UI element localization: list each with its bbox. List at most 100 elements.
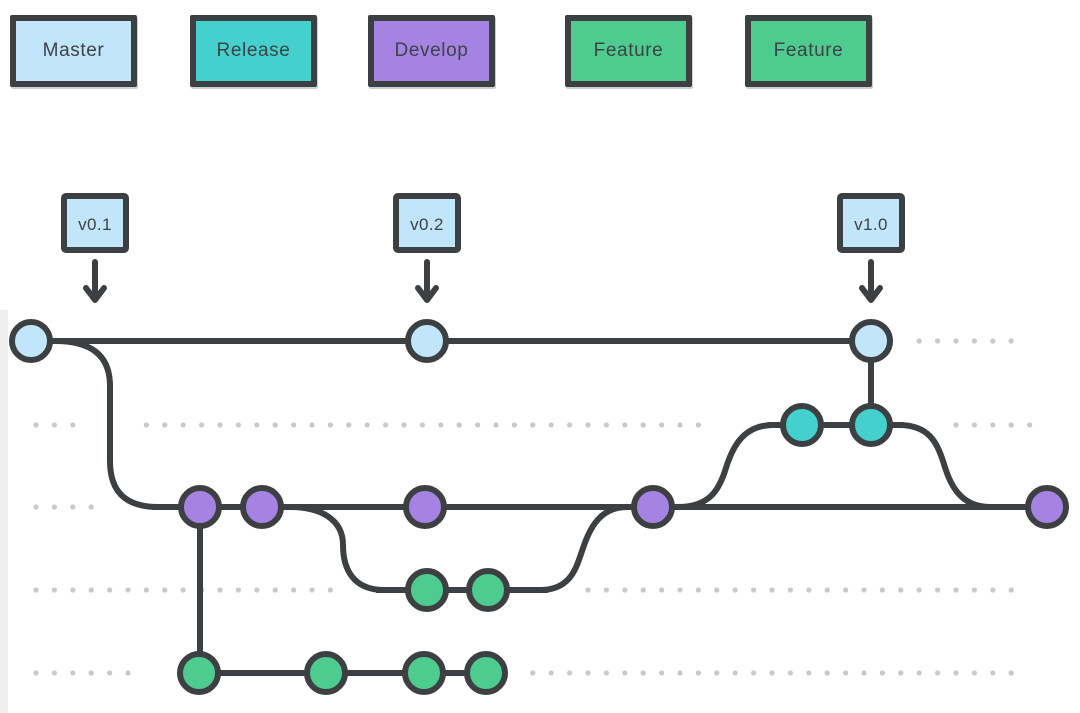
page-edge-strip [0, 310, 8, 713]
lane-dot-release [493, 422, 499, 428]
lane-dot-release [1027, 422, 1033, 428]
merge-release-to-develop [896, 422, 993, 510]
lane-dot-feature-2 [824, 670, 830, 676]
lane-dot-feature-2 [879, 670, 886, 676]
commit-feature-2 [464, 651, 508, 695]
lane-dot-develop [33, 504, 39, 510]
lane-dot-feature-2 [806, 670, 812, 676]
lane-dot-feature-2 [677, 670, 683, 676]
lane-dot-release [199, 422, 205, 428]
lane-dot-feature-2 [971, 670, 978, 676]
lane-dot-feature-2 [51, 670, 58, 676]
lane-dot-release [511, 422, 517, 428]
lane-dot-feature-1 [585, 587, 591, 593]
lane-dot-release [530, 422, 536, 428]
legend-item-feature-4: Feature [745, 15, 872, 87]
lane-dot-release [971, 422, 978, 428]
lane-dot-feature-2 [622, 670, 628, 676]
lane-dot-release [438, 422, 444, 428]
legend-item-label: Release [216, 40, 291, 61]
lane-dot-feature-2 [787, 670, 794, 676]
lane-dot-feature-2 [567, 670, 573, 676]
lane-dot-release [291, 422, 297, 428]
commit-develop [178, 485, 222, 529]
lane-dot-master [935, 338, 941, 344]
lane-dot-release [143, 422, 149, 428]
lane-dot-feature-1 [327, 587, 333, 593]
branch-develop-to-release [675, 422, 776, 510]
lane-dot-feature-1 [51, 587, 58, 593]
lane-dot-feature-1 [272, 587, 278, 593]
lane-dot-feature-2 [640, 670, 646, 676]
lane-dot-feature-1 [88, 587, 94, 593]
lane-dot-feature-1 [787, 587, 794, 593]
commit-feature-1 [466, 568, 510, 612]
tag-arrow-down-icon [415, 259, 439, 303]
lane-dot-feature-2 [1008, 670, 1014, 676]
lane-dot-release [567, 422, 573, 428]
tag-arrow-down-icon [859, 259, 883, 303]
lane-dot-release [33, 422, 39, 428]
lane-dot-feature-1 [180, 587, 186, 593]
lane-dot-release [217, 422, 223, 428]
lane-dot-feature-1 [235, 587, 241, 593]
lane-dot-release [254, 422, 260, 428]
lane-dot-release [364, 422, 370, 428]
tag-label-v0.2: v0.2 [410, 215, 444, 234]
commit-feature-2 [402, 651, 446, 695]
lane-dot-feature-2 [107, 670, 113, 676]
lane-dot-feature-1 [217, 587, 223, 593]
lane-dot-develop [51, 504, 58, 510]
lane-dot-feature-1 [714, 587, 720, 593]
commit-feature-1 [405, 568, 449, 612]
lane-dot-feature-1 [769, 587, 775, 593]
lane-dot-feature-1 [677, 587, 683, 593]
lane-dot-feature-2 [935, 670, 941, 676]
lane-dot-develop [70, 504, 76, 510]
lane-dot-release [953, 422, 959, 428]
tag-label-v0.1: v0.1 [78, 215, 112, 234]
lane-dot-feature-2 [953, 670, 959, 676]
lane-dot-feature-2 [33, 670, 39, 676]
lane-dot-feature-2 [861, 670, 867, 676]
lane-dot-release [475, 422, 481, 428]
lane-dot-feature-1 [879, 587, 886, 593]
lane-dot-feature-2 [603, 670, 610, 676]
merge-feature-1-to-develop [537, 504, 630, 593]
branch-develop-to-feature-1 [287, 504, 387, 593]
lane-dot-feature-1 [640, 587, 646, 593]
legend-item-label: Develop [394, 40, 469, 61]
lane-dot-feature-1 [990, 587, 996, 593]
lane-dot-feature-2 [751, 670, 757, 676]
lane-dot-release [235, 422, 241, 428]
lane-dot-feature-2 [88, 670, 94, 676]
legend-item-release-1: Release [190, 15, 317, 87]
lane-dot-feature-1 [861, 587, 867, 593]
commit-develop [240, 485, 284, 529]
lane-dot-feature-1 [33, 587, 39, 593]
lane-dot-release [180, 422, 186, 428]
lane-dot-feature-1 [659, 587, 665, 593]
legend: Master Release Develop Feature Feature [0, 15, 1080, 89]
lane-dot-release [346, 422, 352, 428]
lane-dot-release [401, 422, 407, 428]
lane-dot-release [162, 422, 168, 428]
lane-dot-feature-1 [751, 587, 757, 593]
lane-dot-feature-2 [70, 670, 76, 676]
lane-dot-feature-1 [898, 587, 904, 593]
lane-dot-feature-1 [732, 587, 738, 593]
lane-dot-feature-1 [622, 587, 628, 593]
lane-dot-release [419, 422, 425, 428]
lane-dot-master [971, 338, 978, 344]
lane-dot-feature-1 [309, 587, 315, 593]
legend-item-label: Master [42, 40, 105, 61]
lane-dot-feature-1 [971, 587, 978, 593]
lane-dot-release [640, 422, 646, 428]
lane-dot-feature-1 [806, 587, 812, 593]
legend-item-label: Feature [593, 40, 664, 61]
lane-dot-release [585, 422, 591, 428]
lane-dot-master [990, 338, 996, 344]
lane-dot-release [659, 422, 665, 428]
tag-box-v0.2 [393, 193, 461, 253]
